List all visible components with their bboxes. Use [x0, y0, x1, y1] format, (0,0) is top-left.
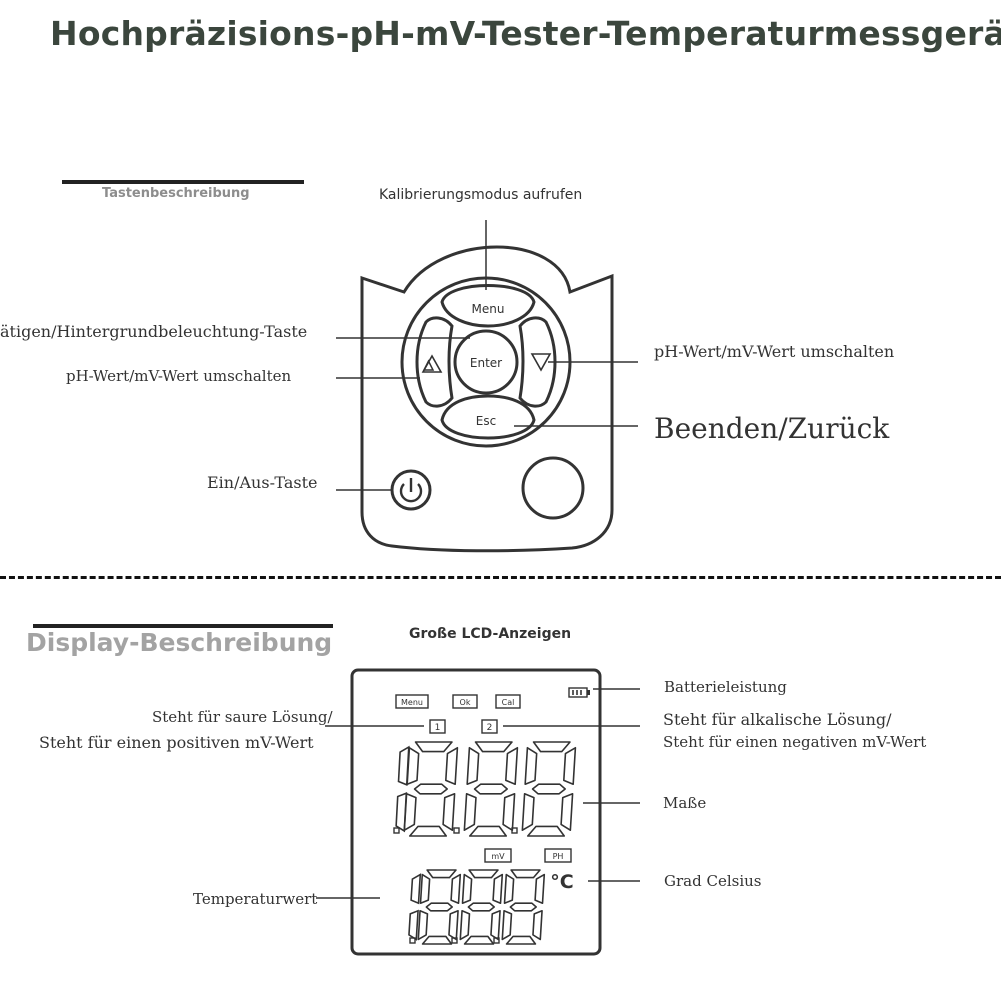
lcd-ph-box	[544, 848, 572, 863]
main-digit-3	[521, 741, 577, 837]
label-acid-2: Steht für einen positiven mV-Wert	[39, 733, 314, 752]
lcd-menu-text: Menu	[401, 698, 423, 707]
main-digit-lead	[395, 745, 410, 833]
label-switch-left: pH-Wert/mV-Wert umschalten	[66, 367, 292, 385]
seven-segment-digits	[393, 741, 577, 945]
lcd-frame	[350, 668, 602, 956]
lcd-celsius-symbol: °C	[550, 871, 573, 893]
lcd-indicator-1	[429, 719, 446, 734]
label-exit: Beenden/Zurück	[654, 412, 890, 445]
temp-decimal-0	[409, 937, 416, 944]
lcd-ok-box	[452, 694, 478, 709]
temp-digit-3	[501, 869, 546, 945]
main-decimal-1	[453, 827, 460, 834]
esc-key[interactable]	[440, 394, 536, 440]
label-acid-1: Steht für saure Lösung/	[152, 708, 333, 726]
main-decimal-0	[393, 827, 400, 834]
lcd-ok-text: Ok	[460, 698, 471, 707]
lcd-indicator-2	[481, 719, 498, 734]
label-alkaline-1: Steht für alkalische Lösung/	[663, 710, 892, 729]
lcd-mv-text: mV	[491, 852, 505, 861]
temp-digit-1	[417, 869, 462, 945]
lcd-menu-box	[395, 694, 429, 709]
lcd-mv-box	[484, 848, 512, 863]
esc-key-label: Esc	[476, 414, 496, 428]
label-battery: Batterieleistung	[664, 678, 787, 696]
temp-decimal-2	[493, 937, 500, 944]
lcd-indicator-2-text: 2	[487, 723, 493, 733]
lcd-cal-box	[495, 694, 521, 709]
page-title: Hochpräzisions-pH-mV-Tester-Temperaturme…	[50, 14, 1001, 53]
main-digit-1	[403, 741, 459, 837]
power-icon	[399, 483, 423, 503]
section-label-keys: Tastenbeschreibung	[102, 186, 250, 201]
label-celsius: Grad Celsius	[664, 872, 762, 890]
label-alkaline-2: Steht für einen negativen mV-Wert	[663, 733, 927, 751]
label-temperature-value: Temperaturwert	[193, 890, 318, 908]
menu-key[interactable]	[440, 284, 536, 328]
section-bar-display	[33, 624, 333, 628]
up-triangle-icon-big	[421, 354, 443, 373]
label-confirm-backlight: ätigen/Hintergrundbeleuchtung-Taste	[0, 322, 308, 341]
device-body	[360, 245, 614, 553]
up-key[interactable]	[415, 316, 454, 408]
section-label-display: Display-Beschreibung	[26, 628, 333, 657]
label-measure: Maße	[663, 794, 707, 812]
lcd-ph-text: PH	[553, 852, 564, 861]
menu-key-label: Menu	[472, 302, 505, 316]
label-calibration: Kalibrierungsmodus aufrufen	[379, 187, 583, 203]
section-divider	[0, 576, 1001, 579]
section-bar-keys	[62, 180, 304, 184]
down-key[interactable]	[518, 316, 557, 408]
enter-key[interactable]	[453, 329, 519, 395]
temp-digit-2	[459, 869, 504, 945]
temp-decimal-1	[451, 937, 458, 944]
main-digit-2	[463, 741, 519, 837]
lcd-cal-text: Cal	[502, 698, 515, 707]
label-switch-right: pH-Wert/mV-Wert umschalten	[654, 342, 895, 361]
sensor-window	[521, 456, 585, 520]
lcd-title: Große LCD-Anzeigen	[409, 626, 572, 642]
lcd-indicator-1-text: 1	[435, 723, 441, 733]
label-power: Ein/Aus-Taste	[207, 473, 318, 492]
down-triangle-icon	[530, 353, 552, 372]
main-decimal-2	[511, 827, 518, 834]
temp-digit-lead	[408, 873, 422, 941]
battery-icon	[568, 687, 588, 698]
enter-key-label: Enter	[470, 356, 502, 370]
